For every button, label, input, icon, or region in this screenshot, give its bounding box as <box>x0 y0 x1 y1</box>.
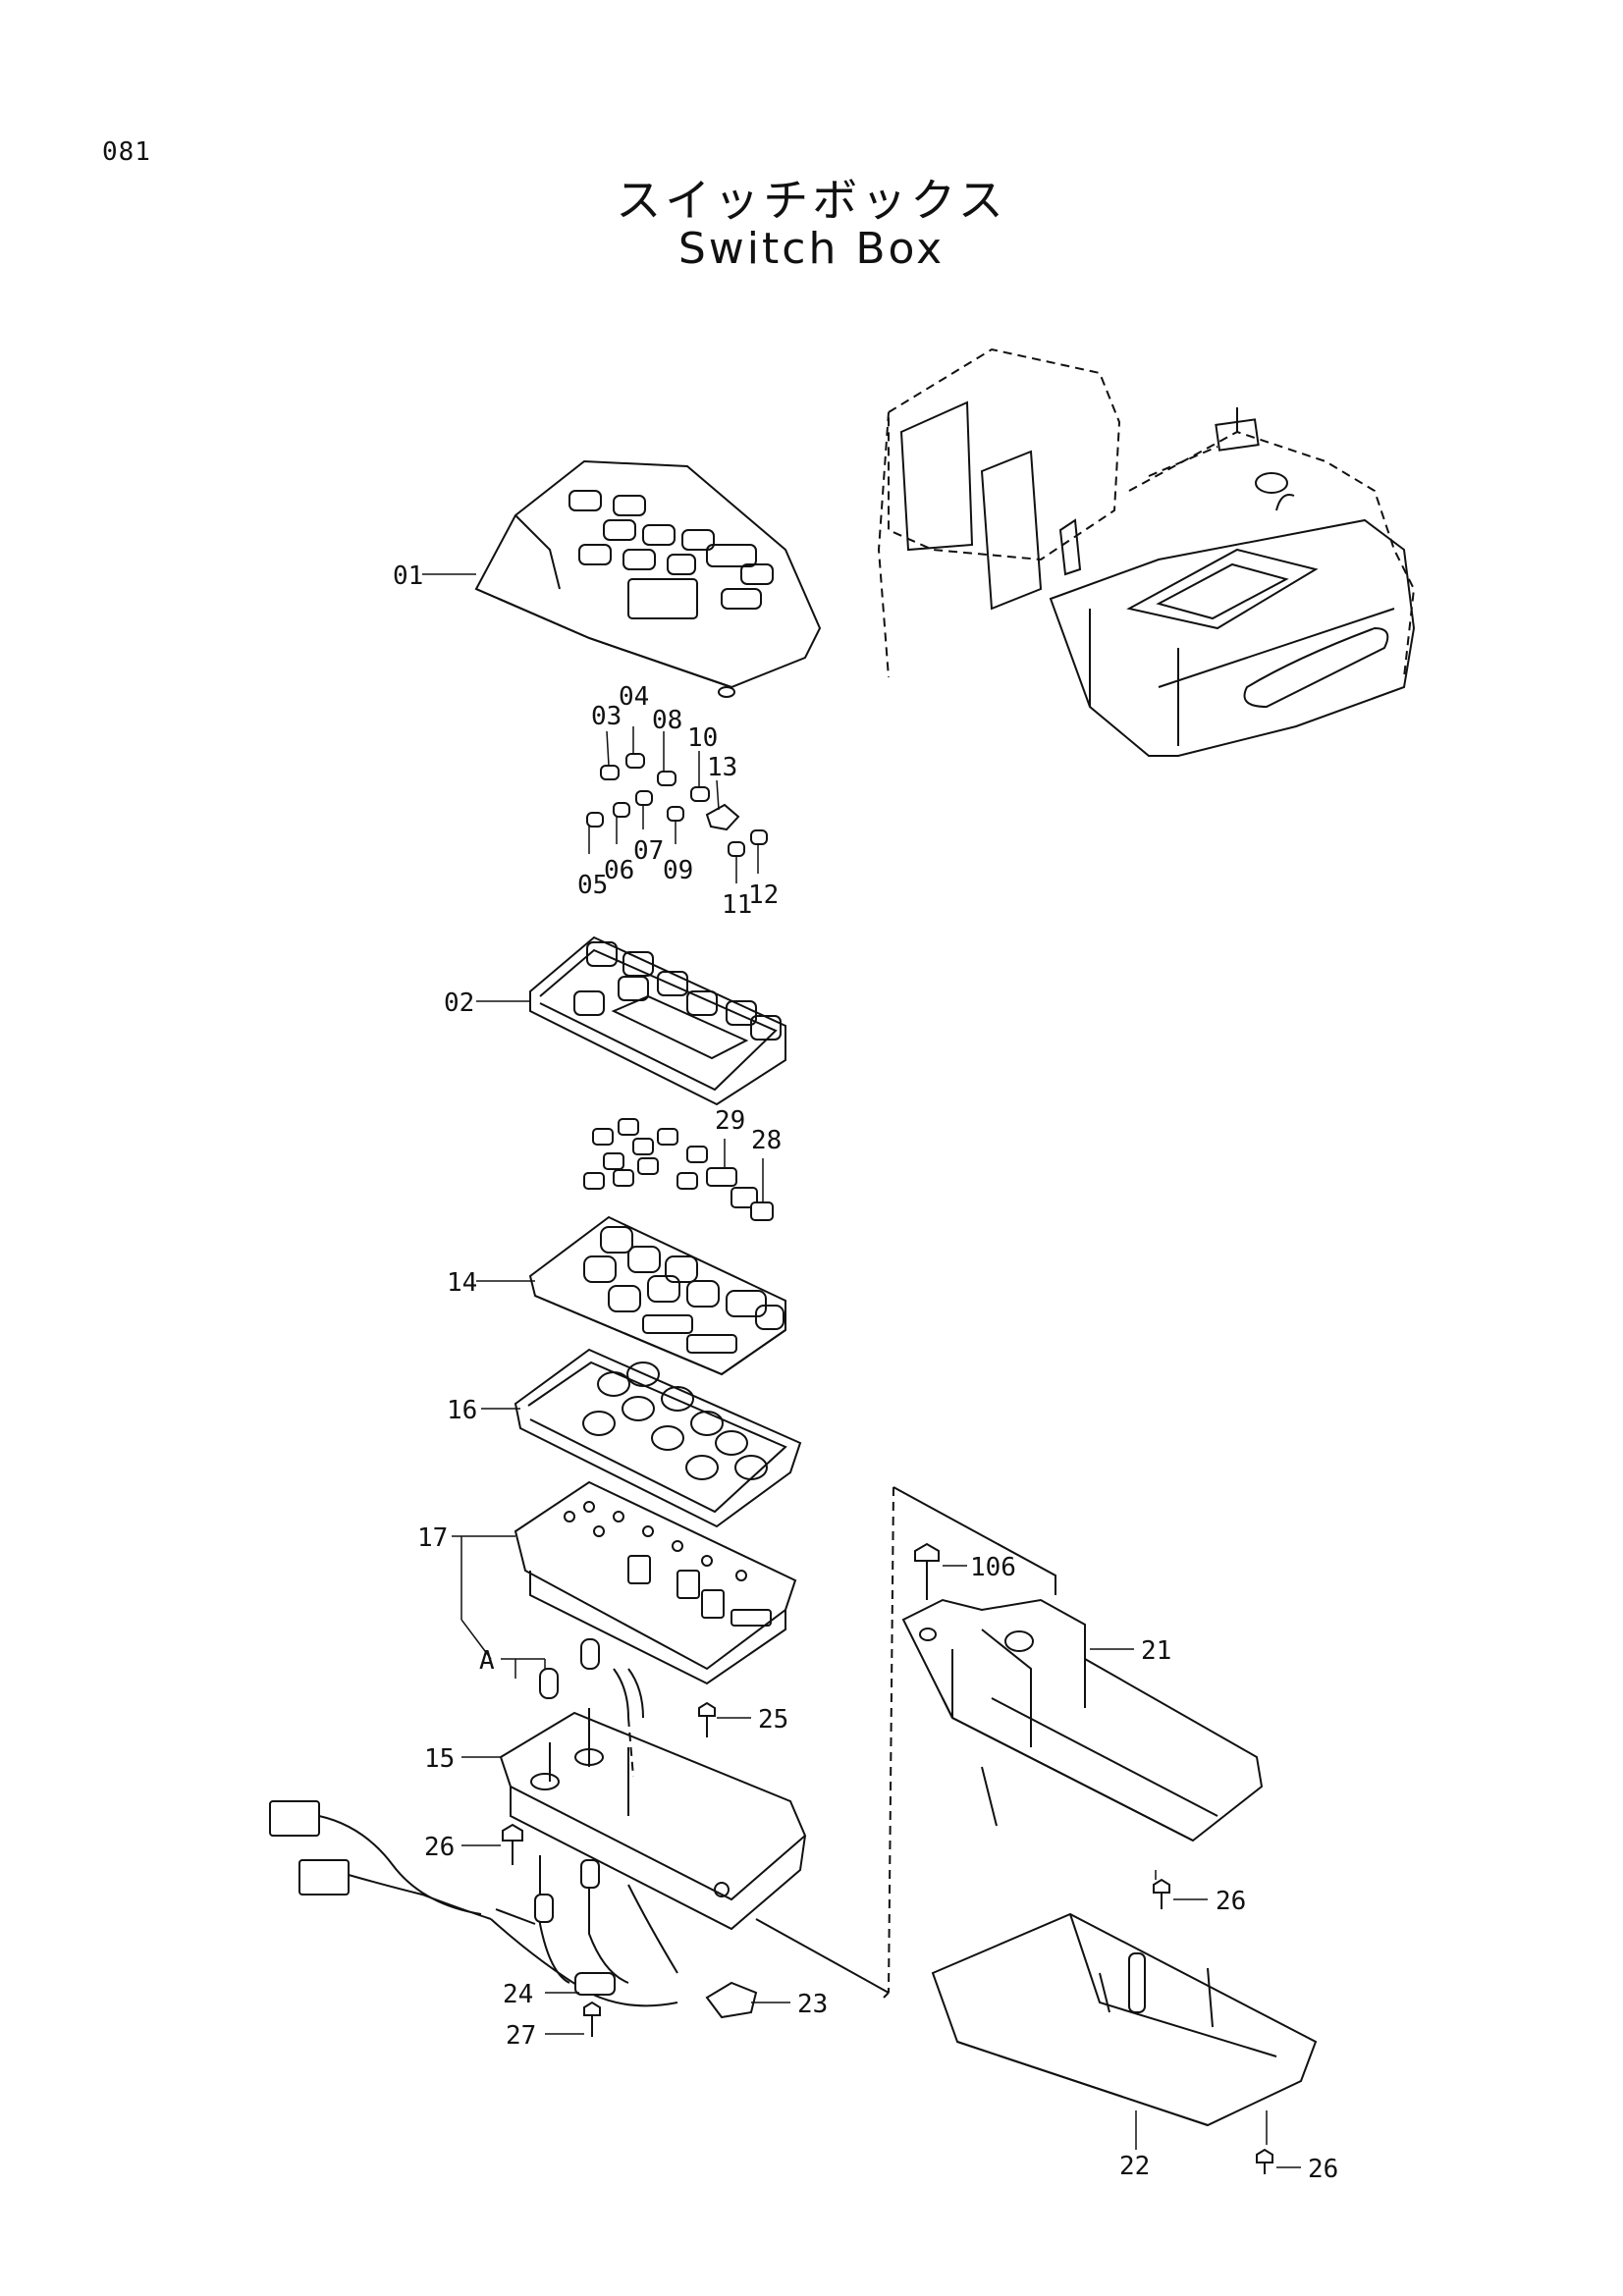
part-21-bracket <box>901 1598 1264 1842</box>
leader-lines <box>422 573 1301 2168</box>
callout-17: 17 <box>417 1523 448 1553</box>
callout-23: 23 <box>797 1990 828 2019</box>
callout-26-middle: 26 <box>1216 1887 1246 1916</box>
callout-11: 11 <box>722 890 752 920</box>
callout-26-left: 26 <box>424 1833 455 1862</box>
callout-13: 13 <box>707 753 737 782</box>
callout-25: 25 <box>758 1705 788 1735</box>
pin-a-parts <box>539 1638 600 1699</box>
callout-04: 04 <box>619 682 649 712</box>
excavator-overview-drawing <box>877 347 1416 757</box>
callout-03: 03 <box>591 702 622 731</box>
part-24-wire-harness <box>269 1800 678 2007</box>
callout-22: 22 <box>1119 2152 1150 2181</box>
callout-16: 16 <box>447 1396 477 1425</box>
parts-28-29-pads <box>583 1118 774 1221</box>
callout-10: 10 <box>687 723 718 753</box>
callout-02: 02 <box>444 988 474 1018</box>
callout-106: 106 <box>970 1553 1016 1582</box>
callout-12: 12 <box>748 881 779 910</box>
page-title-english: Switch Box <box>677 224 946 274</box>
part-02-rubber-sheet <box>529 935 786 1106</box>
screws <box>502 1542 1273 2174</box>
callout-14: 14 <box>447 1268 477 1298</box>
page-title-japanese: スイッチボックス <box>616 174 1007 227</box>
callout-27: 27 <box>506 2021 536 2051</box>
reference-lines <box>627 1486 1056 1999</box>
part-16-membrane <box>514 1348 802 1528</box>
callout-07: 07 <box>633 836 664 866</box>
callout-26-bottom: 26 <box>1308 2155 1338 2184</box>
part-17-circuit-board <box>514 1480 797 1719</box>
callout-a: A <box>479 1646 495 1676</box>
part-22-lower-cover <box>931 1912 1318 2127</box>
callout-06: 06 <box>604 856 634 885</box>
callout-21: 21 <box>1141 1636 1171 1666</box>
part-01-switch-cover <box>474 459 822 698</box>
callout-24: 24 <box>503 1980 533 2009</box>
callout-28: 28 <box>751 1126 782 1155</box>
page-number: 081 <box>102 137 151 167</box>
callout-05: 05 <box>577 871 608 900</box>
callout-15: 15 <box>424 1744 455 1774</box>
part-14-panel <box>528 1215 786 1376</box>
callout-labels: 01 02 03 04 05 06 07 08 09 10 11 12 13 1… <box>393 561 1338 2184</box>
callout-08: 08 <box>652 706 682 735</box>
part-23-grommet <box>705 1981 758 2019</box>
part-15-housing <box>499 1708 807 1931</box>
callout-29: 29 <box>715 1106 745 1136</box>
callout-01: 01 <box>393 561 423 591</box>
callout-09: 09 <box>663 856 693 885</box>
parts-03-to-13-knobs <box>586 753 768 857</box>
